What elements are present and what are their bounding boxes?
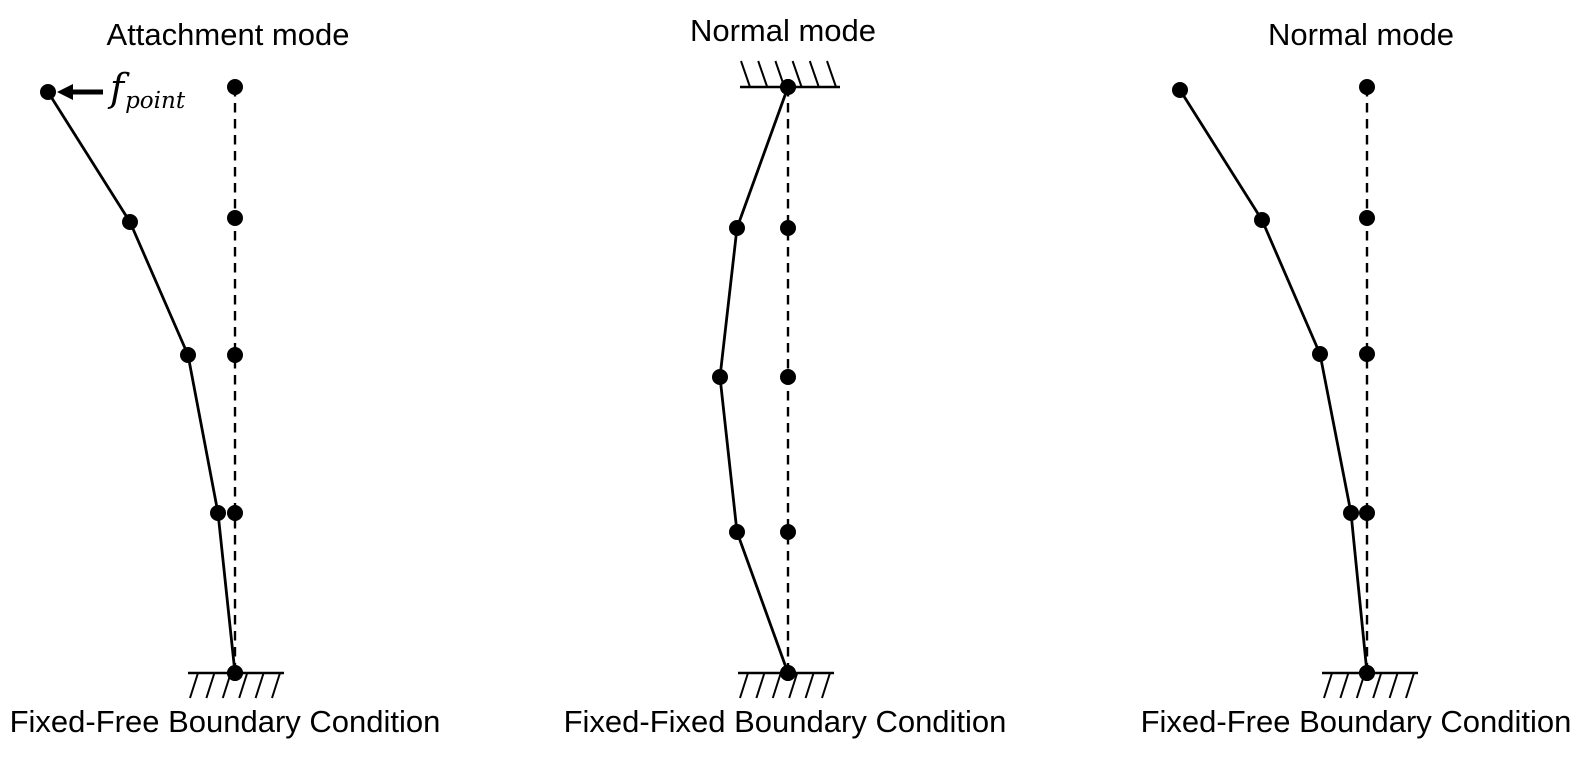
deflected-node-dot xyxy=(729,524,745,540)
deflected-node-dot xyxy=(1312,346,1328,362)
force-arrow xyxy=(57,84,103,100)
undeformed-node-dot xyxy=(780,220,796,236)
fixed-support-bottom xyxy=(188,671,284,699)
undeformed-node-dot xyxy=(1359,505,1375,521)
panel-title-normal-mode-right: Normal mode xyxy=(1267,17,1455,52)
undeformed-node-dot xyxy=(1359,346,1375,362)
deflected-shape xyxy=(718,86,790,674)
panel-attachment-fixed-free xyxy=(40,79,284,699)
undeformed-node-dot xyxy=(227,79,243,95)
fixed-support-bottom xyxy=(1322,671,1418,699)
deflected-node-dot xyxy=(40,84,56,100)
force-subscript: point xyxy=(125,88,186,114)
force-symbol: f xyxy=(110,66,125,110)
fixed-support-bottom xyxy=(738,671,834,699)
undeformed-node-dot xyxy=(1359,79,1375,95)
deflected-shape xyxy=(1178,89,1369,674)
panel-caption-fixed-fixed: Fixed-Fixed Boundary Condition xyxy=(563,704,1007,739)
panel-title-normal-mode-middle: Normal mode xyxy=(689,13,877,48)
deflected-node-dot xyxy=(1254,212,1270,228)
undeformed-node-dot xyxy=(780,524,796,540)
deflected-node-dot xyxy=(1343,505,1359,521)
panel-normal-fixed-fixed xyxy=(712,60,840,699)
undeformed-node-dot xyxy=(227,505,243,521)
deflected-node-dot xyxy=(210,505,226,521)
deflected-node-dot xyxy=(180,347,196,363)
undeformed-node-dot xyxy=(227,210,243,226)
fixed-support-top xyxy=(740,60,840,89)
force-point-label: fpoint xyxy=(110,66,185,114)
deflected-node-dot xyxy=(122,214,138,230)
deflected-node-dot xyxy=(729,220,745,236)
deflected-node-dot xyxy=(712,369,728,385)
undeformed-node-dot xyxy=(780,369,796,385)
deflected-shape xyxy=(46,91,237,674)
panel-caption-fixed-free-left: Fixed-Free Boundary Condition xyxy=(9,704,441,739)
panel-title-attachment-mode: Attachment mode xyxy=(106,17,350,52)
panel-caption-fixed-free-right: Fixed-Free Boundary Condition xyxy=(1140,704,1572,739)
undeformed-node-dot xyxy=(1359,210,1375,226)
panel-normal-fixed-free xyxy=(1172,79,1418,699)
deflected-node-dot xyxy=(1172,82,1188,98)
undeformed-node-dot xyxy=(227,347,243,363)
